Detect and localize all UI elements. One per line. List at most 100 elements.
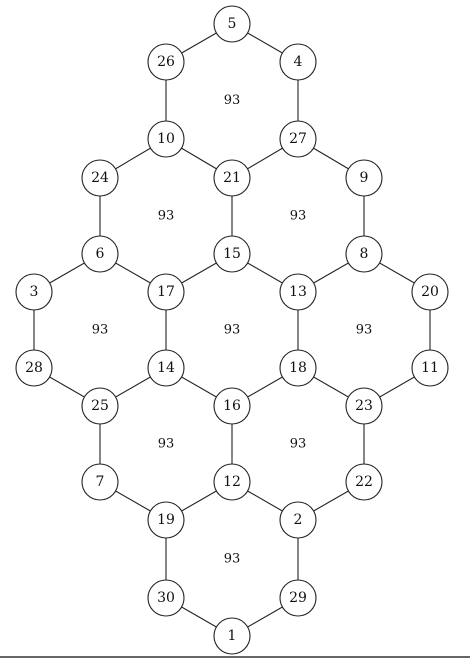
node-21: 21	[213, 159, 251, 197]
node-label: 2	[294, 512, 303, 528]
node-label: 30	[157, 590, 175, 606]
node-circle	[147, 349, 185, 387]
face-label-lower-right: 93	[290, 437, 307, 452]
node-1: 1	[213, 617, 251, 655]
node-label: 26	[157, 54, 175, 70]
node-19: 19	[147, 501, 185, 539]
node-circle	[279, 273, 317, 311]
face-label-upper-right: 93	[290, 208, 307, 223]
node-label: 3	[30, 284, 39, 300]
node-27: 27	[279, 120, 317, 158]
node-3: 3	[15, 273, 53, 311]
node-circle	[147, 43, 185, 81]
node-circle	[213, 387, 251, 425]
node-label: 17	[157, 284, 175, 300]
node-8: 8	[345, 235, 383, 273]
node-10: 10	[147, 120, 185, 158]
node-5: 5	[213, 5, 251, 43]
node-circle	[213, 617, 251, 655]
node-label: 28	[25, 360, 43, 376]
node-circle	[279, 349, 317, 387]
face-label-bottom: 93	[224, 552, 241, 567]
node-circle	[147, 273, 185, 311]
node-label: 10	[157, 131, 175, 147]
node-circle	[147, 120, 185, 158]
node-22: 22	[345, 463, 383, 501]
node-circle	[81, 159, 119, 197]
node-14: 14	[147, 349, 185, 387]
node-circle	[411, 273, 449, 311]
node-circle	[213, 463, 251, 501]
node-7: 7	[81, 463, 119, 501]
node-label: 19	[157, 512, 175, 528]
node-30: 30	[147, 579, 185, 617]
node-label: 27	[289, 131, 307, 147]
node-label: 25	[91, 398, 109, 414]
node-label: 16	[223, 398, 241, 414]
face-label-top: 93	[224, 93, 241, 108]
node-23: 23	[345, 387, 383, 425]
node-2: 2	[279, 501, 317, 539]
node-circle	[279, 579, 317, 617]
node-circle	[213, 5, 251, 43]
node-label: 23	[355, 398, 373, 414]
node-label: 12	[223, 474, 241, 490]
node-label: 1	[228, 628, 237, 644]
node-15: 15	[213, 235, 251, 273]
node-26: 26	[147, 43, 185, 81]
face-label-upper-left: 93	[158, 208, 175, 223]
node-label: 20	[421, 284, 439, 300]
node-4: 4	[279, 43, 317, 81]
node-label: 5	[228, 16, 237, 32]
node-circle	[213, 159, 251, 197]
node-label: 29	[289, 590, 307, 606]
node-circle	[81, 387, 119, 425]
node-circle	[279, 43, 317, 81]
node-circle	[345, 387, 383, 425]
node-label: 15	[223, 246, 241, 262]
node-16: 16	[213, 387, 251, 425]
node-circle	[147, 501, 185, 539]
node-label: 4	[294, 54, 303, 70]
face-labels-layer: 93 93 93 93 93 93 93 93 93	[92, 93, 373, 566]
node-circle	[345, 235, 383, 273]
node-circle	[15, 349, 53, 387]
node-circle	[345, 463, 383, 501]
node-13: 13	[279, 273, 317, 311]
face-label-middle-left: 93	[92, 323, 109, 338]
node-18: 18	[279, 349, 317, 387]
node-label: 8	[360, 246, 369, 262]
node-label: 13	[289, 284, 307, 300]
node-label: 14	[157, 360, 175, 376]
node-label: 21	[223, 170, 241, 186]
node-11: 11	[411, 349, 449, 387]
node-label: 11	[421, 360, 439, 376]
face-label-middle-right: 93	[356, 323, 373, 338]
node-6: 6	[81, 235, 119, 273]
node-circle	[411, 349, 449, 387]
node-label: 22	[355, 474, 373, 490]
node-17: 17	[147, 273, 185, 311]
node-circle	[279, 501, 317, 539]
node-circle	[279, 120, 317, 158]
node-label: 7	[96, 474, 105, 490]
node-24: 24	[81, 159, 119, 197]
node-12: 12	[213, 463, 251, 501]
node-circle	[81, 235, 119, 273]
node-label: 18	[289, 360, 307, 376]
face-label-lower-left: 93	[158, 437, 175, 452]
node-circle	[15, 273, 53, 311]
node-label: 9	[360, 170, 369, 186]
node-circle	[81, 463, 119, 501]
node-label: 24	[91, 170, 109, 186]
node-circle	[345, 159, 383, 197]
node-label: 6	[96, 246, 105, 262]
node-circle	[147, 579, 185, 617]
face-label-center: 93	[224, 323, 241, 338]
node-25: 25	[81, 387, 119, 425]
node-circle	[213, 235, 251, 273]
node-20: 20	[411, 273, 449, 311]
node-28: 28	[15, 349, 53, 387]
